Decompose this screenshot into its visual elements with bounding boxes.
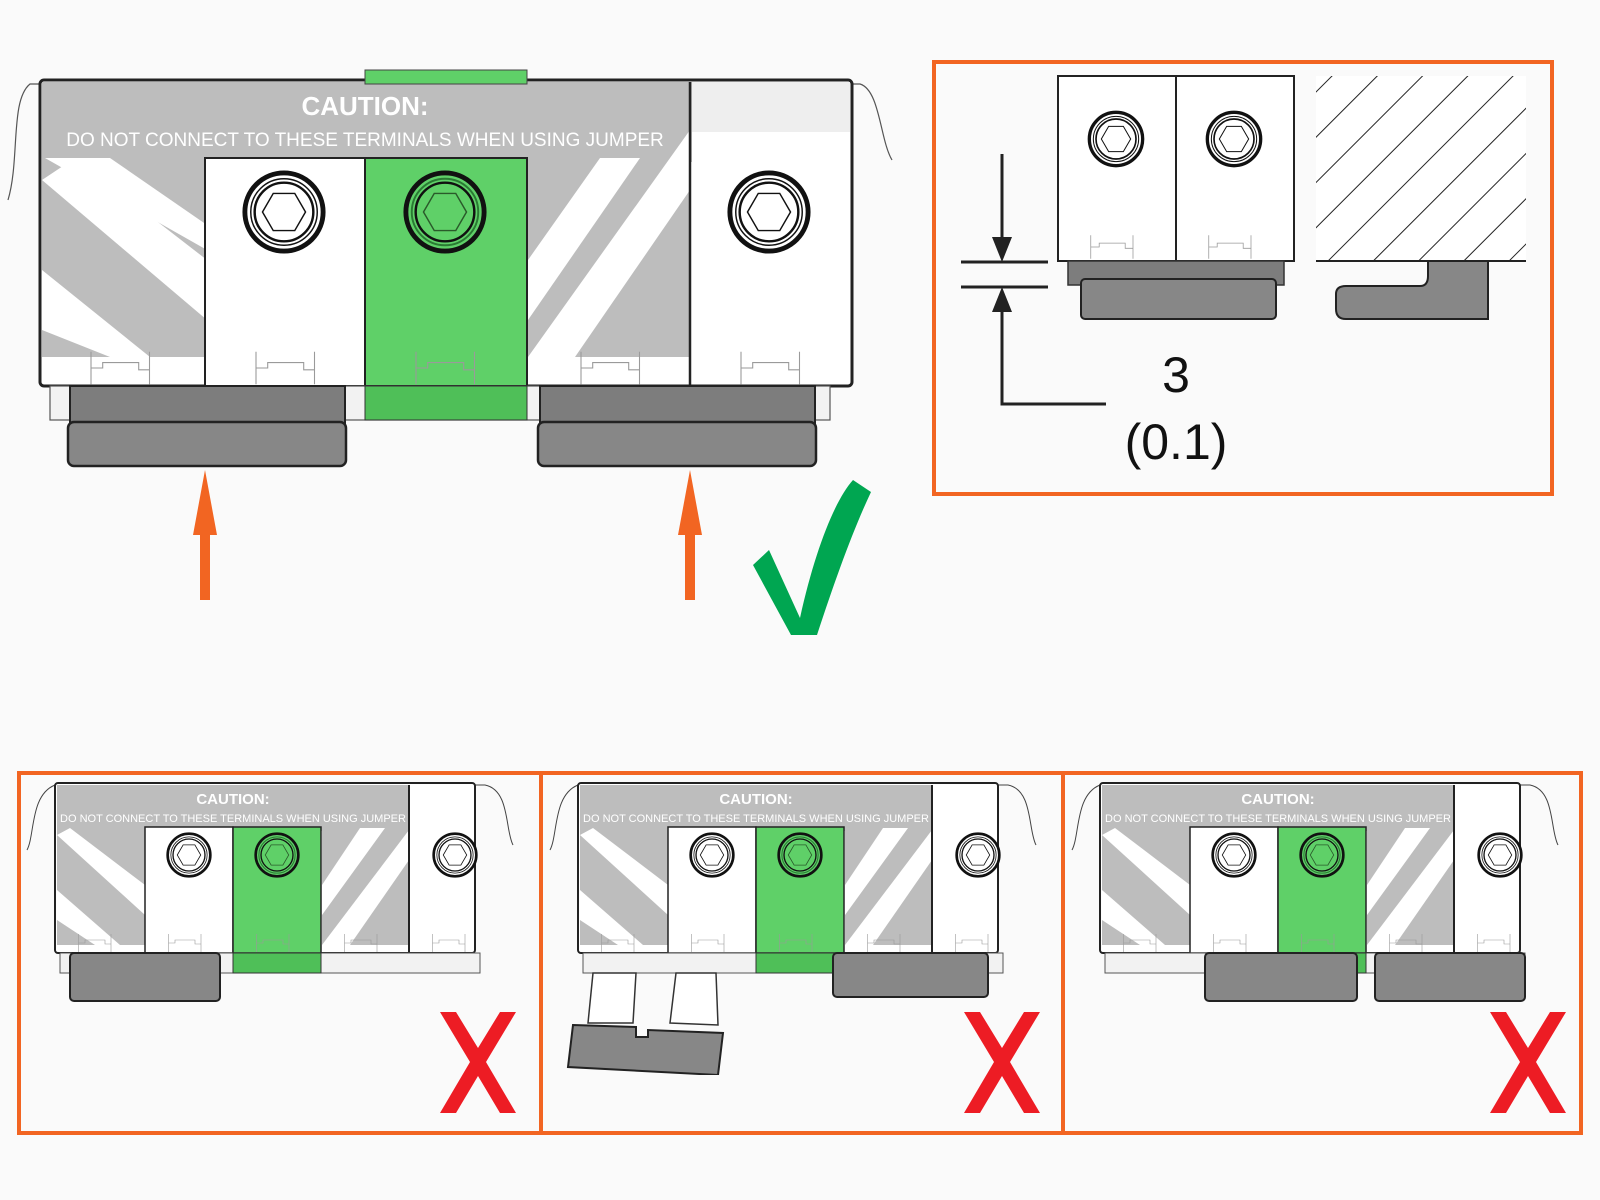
hazard-stripes-left [42, 158, 207, 357]
check-icon [753, 480, 871, 635]
screw-icon-jumper [406, 173, 484, 251]
caution-title: CAUTION: [196, 791, 269, 808]
screw-icon [1087, 110, 1145, 168]
plug-right [536, 385, 818, 468]
incorrect-example-frame-3 [1061, 771, 1583, 1135]
detail-view-frame [932, 60, 1554, 496]
mini-terminal-block: CAUTION: DO NOT CONNECT TO THESE TERMINA… [1071, 782, 1559, 1002]
screw-icon [245, 173, 323, 251]
hazard-stripes-right [528, 130, 690, 357]
dimension-detail: 3 (0.1) [961, 75, 1526, 470]
cross-icon [1490, 1012, 1566, 1113]
caution-text: DO NOT CONNECT TO THESE TERMINALS WHEN U… [583, 813, 929, 825]
plug-section [1335, 260, 1489, 320]
incorrect-example-1: CAUTION: DO NOT CONNECT TO THESE TERMINA… [25, 775, 515, 1080]
insert-arrow-icon [678, 470, 702, 600]
screw-icon [730, 173, 808, 251]
mini-terminal-block: CAUTION: DO NOT CONNECT TO THESE TERMINA… [26, 782, 514, 1002]
caution-text: DO NOT CONNECT TO THESE TERMINALS WHEN U… [66, 130, 664, 151]
dimension-value: 3 [1162, 347, 1190, 403]
caution-text: DO NOT CONNECT TO THESE TERMINALS WHEN U… [1105, 813, 1451, 825]
caution-text: DO NOT CONNECT TO THESE TERMINALS WHEN U… [60, 813, 406, 825]
plug-tilted [566, 952, 989, 1077]
plug [1374, 952, 1526, 1002]
incorrect-example-3: CAUTION: DO NOT CONNECT TO THESE TERMINA… [1070, 775, 1560, 1080]
screw-icon [1205, 110, 1263, 168]
plug-left [66, 385, 348, 468]
insert-arrow-icon [193, 470, 217, 600]
cross-icon [440, 1012, 516, 1113]
dimension-imperial-value: (0.1) [1125, 414, 1228, 470]
dimension-arrow-down-icon [992, 237, 1012, 262]
plug [69, 952, 221, 1002]
section-hatch [1316, 76, 1526, 261]
caution-title: CAUTION: [1241, 791, 1314, 808]
plug-seated [1067, 260, 1285, 320]
caution-title: CAUTION: [301, 91, 428, 121]
mini-terminal-block: CAUTION: DO NOT CONNECT TO THESE TERMINA… [549, 782, 1037, 1077]
housing-outline [7, 83, 893, 201]
main-terminal-block-view: CAUTION: DO NOT CONNECT TO THESE TERMINA… [0, 60, 900, 480]
cross-icon [964, 1012, 1040, 1113]
incorrect-example-2: CAUTION: DO NOT CONNECT TO THESE TERMINA… [548, 775, 1038, 1080]
dimension-arrow-up-icon [992, 287, 1012, 312]
plug [1204, 952, 1358, 1002]
terminal-block-illustration: CAUTION: DO NOT CONNECT TO THESE TERMINA… [7, 69, 893, 468]
caution-title: CAUTION: [719, 791, 792, 808]
